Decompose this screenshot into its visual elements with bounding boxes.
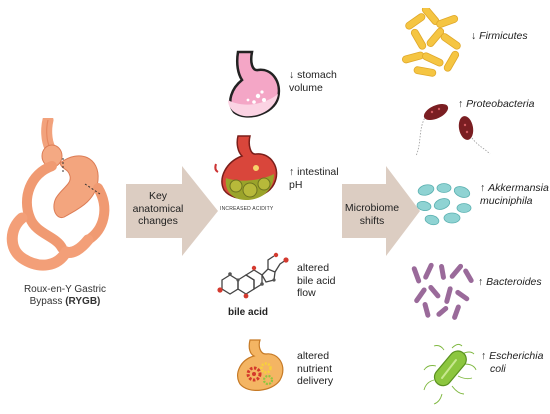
akkermansia-arrow: ↑ xyxy=(480,182,486,194)
anatomical-changes-line1: Key xyxy=(148,190,168,202)
escherichia-arrow: ↑ xyxy=(481,350,487,362)
rygb-illustration xyxy=(6,118,110,271)
bile-acid-flow-line3: flow xyxy=(297,287,316,299)
akkermansia-name: Akkermansia xyxy=(488,182,549,194)
nutrient-delivery-line3: delivery xyxy=(297,375,334,387)
bacteroides-name: Bacteroides xyxy=(486,276,542,288)
bacteroides-bacteria-icon xyxy=(411,262,474,320)
molecule-icon xyxy=(217,252,289,299)
firmicutes-arrow: ↓ xyxy=(471,30,477,42)
intestinal-ph-label: ↑ intestinal pH xyxy=(289,166,339,191)
akkermansia-line1-row: ↑ Akkermansia xyxy=(480,182,549,195)
digestion-gears-icon xyxy=(237,339,284,391)
akkermansia-bacteria-icon xyxy=(416,183,472,226)
escherichia-label: ↑ Escherichia coli xyxy=(481,350,543,375)
escherichia-species: coli xyxy=(490,362,506,375)
rygb-label-bypass: Bypass xyxy=(29,296,63,307)
microbiome-shifts-arrow xyxy=(342,166,420,256)
bacteroides-arrow: ↑ xyxy=(478,276,484,288)
firmicutes-name: Firmicutes xyxy=(479,30,528,42)
intestinal-ph-line1: ↑ intestinal xyxy=(289,166,339,178)
stomach-volume-line1: ↓ stomach xyxy=(289,69,337,81)
akkermansia-label: ↑ Akkermansia muciniphila xyxy=(480,182,549,207)
acid-stomach-icon xyxy=(214,135,278,200)
akkermansia-species: muciniphila xyxy=(480,194,533,207)
nutrient-delivery-label: altered nutrient delivery xyxy=(297,350,333,388)
bile-acid-flow-line2: bile acid xyxy=(297,274,336,287)
anatomical-changes-label: Key anatomical changes xyxy=(128,190,188,228)
nutrient-delivery-line1: altered xyxy=(297,350,330,362)
escherichia-bacteria-icon xyxy=(423,343,477,405)
anatomical-changes-arrow xyxy=(126,166,218,256)
microbiome-shifts-label: Microbiome shifts xyxy=(340,202,404,227)
rygb-label-line2: Bypass (RYGB) xyxy=(6,296,124,308)
firmicutes-bacteria-icon xyxy=(401,8,461,77)
nutrient-delivery-line2: nutrient xyxy=(297,362,333,375)
escherichia-line1-row: ↑ Escherichia xyxy=(481,350,543,363)
rygb-label-line1: Roux-en-Y Gastric xyxy=(23,284,107,295)
escherichia-name: Escherichia xyxy=(489,350,544,362)
bacteroides-label: ↑ Bacteroides xyxy=(478,276,542,289)
rygb-label-abbrev: (RYGB) xyxy=(65,296,101,307)
anatomical-changes-line2: anatomical xyxy=(132,202,184,215)
rygb-label: Roux-en-Y Gastric Bypass (RYGB) xyxy=(6,284,124,308)
microbiome-shifts-line2: shifts xyxy=(359,214,385,227)
bile-acid-flow-line1: altered xyxy=(297,262,330,274)
proteobacteria-arrow: ↑ xyxy=(458,98,464,110)
proteobacteria-bacteria-icon xyxy=(415,103,491,157)
stomach-volume-label: ↓ stomach volume xyxy=(289,69,337,94)
proteobacteria-name: Proteobacteria xyxy=(466,98,535,110)
increased-acidity-caption: INCREASED ACIDITY xyxy=(220,206,274,212)
stomach-icon xyxy=(228,50,281,118)
microbiome-shifts-line1: Microbiome xyxy=(344,202,400,214)
bile-acid-caption: bile acid xyxy=(228,307,269,318)
bile-acid-flow-label: altered bile acid flow xyxy=(297,262,336,300)
anatomical-changes-line3: changes xyxy=(138,215,178,227)
stomach-volume-line2: volume xyxy=(289,81,323,94)
intestinal-ph-line2: pH xyxy=(289,178,303,191)
firmicutes-label: ↓ Firmicutes xyxy=(471,30,528,43)
proteobacteria-label: ↑ Proteobacteria xyxy=(458,98,534,111)
